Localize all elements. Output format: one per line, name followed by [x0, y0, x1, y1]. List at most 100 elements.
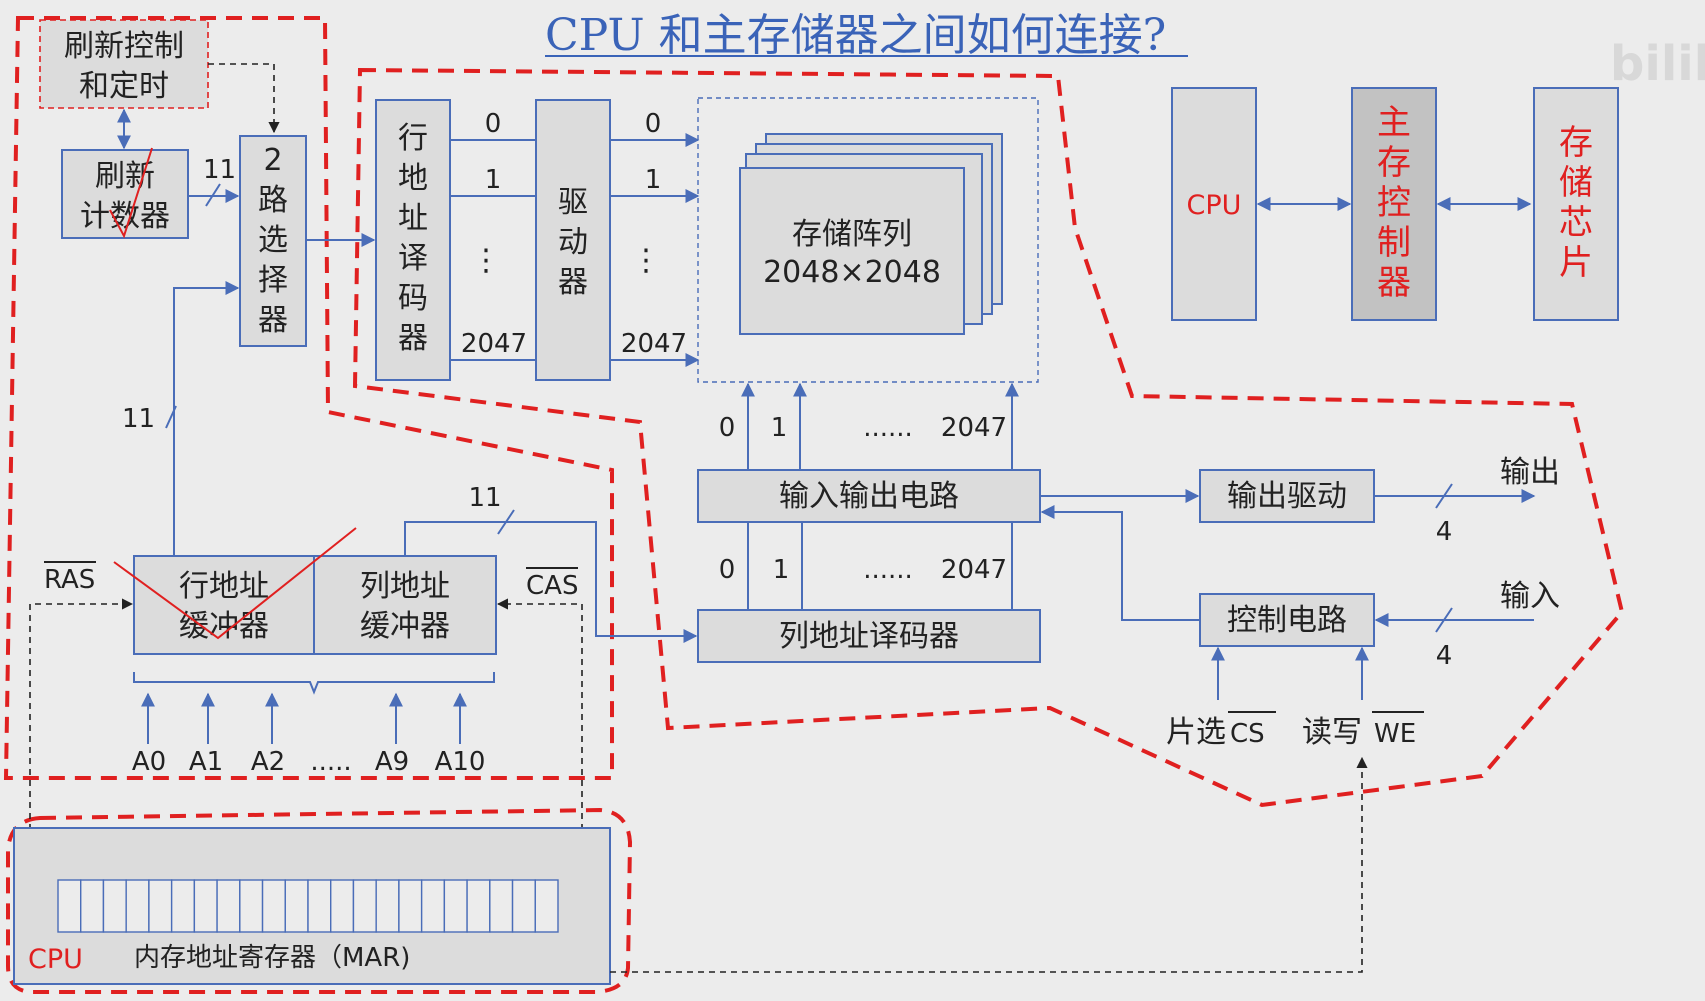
row-decoder-char-4: 译	[398, 241, 428, 276]
panel-memory-chip-box	[1533, 87, 1619, 321]
memory-array-box	[739, 167, 965, 335]
mar-bit-cell	[102, 879, 127, 933]
memory-array-size: 2048×2048	[763, 255, 941, 290]
mar-bit-cell	[489, 879, 514, 933]
cpu-label: CPU	[28, 944, 83, 975]
address-bus-brace	[133, 672, 495, 695]
write-enable-signal: WE	[1374, 719, 1416, 749]
row-buffer-to-selector-wire	[173, 281, 240, 556]
io-circuit-label: 输入输出电路	[779, 479, 959, 514]
mem-controller-char-3: 控	[1377, 183, 1411, 223]
io-top-label-dots: ......	[863, 413, 913, 443]
input-label: 输入	[1500, 579, 1560, 614]
mar-label: 内存地址寄存器（MAR)	[134, 943, 410, 973]
read-write-text: 读写	[1302, 715, 1362, 750]
mem-chip-char-2: 储	[1559, 163, 1593, 203]
io-top-label-1: 1	[771, 413, 788, 443]
addr-pin-a9: A9	[375, 747, 409, 777]
col-bus-width: 11	[468, 483, 501, 513]
io-bottom-label-1: 1	[773, 555, 790, 585]
mar-bit-cell	[284, 879, 309, 933]
mar-bit-cell	[170, 879, 196, 933]
output-driver-box	[1199, 469, 1375, 523]
cpu-to-we-dashed-line	[610, 756, 1368, 973]
input-bus-width: 4	[1436, 641, 1453, 671]
chip-region-outline	[352, 67, 1625, 808]
mar-bit-cell	[511, 879, 536, 933]
addr-pin-a10: A10	[435, 747, 486, 777]
io-circuit-box	[697, 469, 1041, 523]
io-bottom-label-dots: ......	[863, 555, 913, 585]
refresh-region-outline	[3, 16, 614, 780]
output-driver-label: 输出驱动	[1227, 479, 1347, 514]
mar-bit-cell	[420, 879, 446, 933]
diagram-title: CPU 和主存储器之间如何连接?	[545, 10, 1166, 61]
mem-controller-char-4: 制	[1377, 223, 1411, 263]
control-to-io-wire	[1040, 505, 1200, 621]
addr-pin-dots: .....	[310, 747, 351, 777]
refresh-control-line2: 和定时	[79, 69, 169, 104]
counter-bus-width: 11	[203, 155, 236, 185]
drive-line-0-label: 0	[645, 109, 662, 139]
ras-label: RAS	[44, 565, 95, 595]
mar-bit-cell	[125, 879, 150, 933]
control-circuit-label: 控制电路	[1227, 603, 1347, 638]
chip-select-signal: CS	[1230, 719, 1265, 749]
selector-char-4: 择	[258, 263, 288, 298]
row-address-decoder-box	[375, 99, 451, 381]
mar-bit-cell	[80, 879, 105, 933]
refresh-counter-line1: 刷新	[95, 159, 155, 194]
col-buffer-line1: 列地址	[360, 569, 450, 604]
addr-pin-a2: A2	[251, 747, 285, 777]
mar-bit-cell	[57, 879, 82, 933]
refresh-counter-red-checkmark	[109, 147, 153, 239]
mar-bit-cell	[148, 879, 173, 933]
io-top-label-0: 0	[719, 413, 736, 443]
output-bus-width: 4	[1436, 517, 1453, 547]
mar-bit-cell	[216, 879, 241, 933]
mem-chip-char-4: 片	[1559, 243, 1593, 283]
driver-char-2: 动	[558, 225, 588, 260]
mem-controller-char-5: 器	[1377, 263, 1411, 303]
cpu-region-outline	[6, 807, 633, 994]
panel-memory-controller-box	[1351, 87, 1437, 321]
cas-label: CAS	[526, 571, 578, 601]
mar-register	[57, 879, 559, 933]
mar-bit-cell	[375, 879, 400, 933]
mar-bit-cell	[193, 879, 218, 933]
mar-bit-cell	[534, 879, 559, 933]
selector-char-1: 2	[263, 143, 282, 178]
col-bus-slash	[497, 509, 515, 535]
panel-cpu-label: CPU	[1187, 190, 1242, 221]
row-line-0-label: 0	[485, 109, 502, 139]
chip-select-text: 片选	[1166, 715, 1226, 750]
drive-line-2047-label: 2047	[621, 329, 687, 359]
refresh-control-line1: 刷新控制	[64, 29, 184, 64]
mar-bit-cell	[330, 879, 355, 933]
row-decoder-char-2: 地	[398, 161, 428, 196]
refresh-to-selector-line	[208, 63, 280, 134]
row-line-1-label: 1	[485, 165, 502, 195]
column-address-decoder-box	[697, 609, 1041, 663]
row-address-buffer-box	[133, 555, 315, 655]
row-bus-slash	[165, 405, 177, 429]
output-label: 输出	[1500, 455, 1560, 490]
column-address-buffer-box	[313, 555, 497, 655]
counter-bus-slash	[205, 183, 221, 207]
memory-array-region	[697, 97, 1039, 383]
mar-bit-cell	[398, 879, 423, 933]
watermark-logo: bilib	[1610, 36, 1705, 92]
io-bottom-label-0: 0	[719, 555, 736, 585]
driver-char-3: 器	[558, 265, 588, 300]
refresh-counter-line2: 计数器	[80, 199, 170, 234]
mar-bit-cell	[352, 879, 377, 933]
output-bus-slash	[1435, 483, 1453, 509]
mar-bit-cell	[261, 879, 286, 933]
ras-dashed-line	[29, 598, 134, 830]
col-buffer-to-decoder-wire	[404, 521, 698, 643]
io-top-label-2047: 2047	[941, 413, 1007, 443]
mem-chip-char-1: 存	[1559, 123, 1593, 163]
col-buffer-line2: 缓冲器	[360, 609, 450, 644]
row-line-2047-label: 2047	[461, 329, 527, 359]
column-decoder-label: 列地址译码器	[779, 619, 959, 654]
